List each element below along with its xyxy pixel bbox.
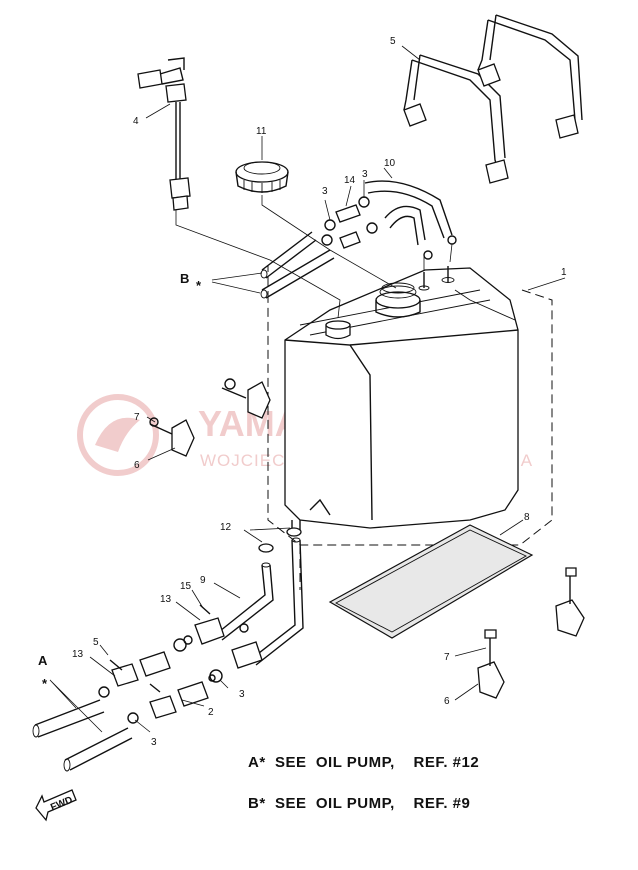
fittings-and-filters <box>98 604 263 724</box>
tank-straps <box>403 14 583 184</box>
callout-3: 3 <box>322 186 328 197</box>
callout-5: 5 <box>390 36 396 47</box>
filler-cap <box>235 161 397 289</box>
b-note: B* SEE OIL PUMP, REF. #9 <box>248 795 470 812</box>
b-marker: B <box>180 271 189 286</box>
a-note: A* SEE OIL PUMP, REF. #12 <box>248 754 479 771</box>
fwd-arrow-icon: FWD <box>35 789 77 822</box>
watermark-logo <box>77 394 159 476</box>
b-pipes <box>211 231 335 299</box>
callout-1: 1 <box>561 267 567 278</box>
b-marker-star: * <box>196 278 202 293</box>
callout-9: 9 <box>200 575 206 586</box>
callout-7: 7 <box>134 412 140 423</box>
callout-5: 5 <box>93 637 99 648</box>
callout-2: 2 <box>208 707 214 718</box>
breather-hoses <box>321 180 457 270</box>
callout-11: 11 <box>256 126 267 137</box>
callout-10: 10 <box>384 158 396 169</box>
tank-pad <box>328 524 534 639</box>
callout-14: 14 <box>344 175 356 186</box>
callout-labels: 1 2 3 3 3 3 4 5 5 6 6 7 7 8 9 10 11 12 1… <box>72 36 567 748</box>
callout-4: 4 <box>133 116 139 127</box>
leader-lines <box>89 45 566 733</box>
watermark-logo-mark <box>95 417 140 452</box>
feed-hoses <box>214 527 304 666</box>
callout-13: 13 <box>72 649 84 660</box>
callout-12: 12 <box>220 522 232 533</box>
a-marker-star: * <box>42 676 48 691</box>
callout-3: 3 <box>239 689 245 700</box>
callout-15: 15 <box>180 581 192 592</box>
callout-6: 6 <box>134 460 140 471</box>
oil-level-sensor <box>137 57 341 319</box>
callout-3: 3 <box>151 737 157 748</box>
tank-bracket-right <box>477 567 585 699</box>
a-marker: A <box>38 653 48 668</box>
reference-markers: B * A * <box>38 271 202 691</box>
callout-3: 3 <box>362 169 368 180</box>
callout-13: 13 <box>160 594 172 605</box>
callout-6: 6 <box>444 696 450 707</box>
callout-7: 7 <box>444 652 450 663</box>
a-pipes <box>32 679 133 772</box>
callout-8: 8 <box>524 512 530 523</box>
oil-tank <box>284 266 519 534</box>
reference-notes: A* SEE OIL PUMP, REF. #12 B* SEE OIL PUM… <box>248 754 479 812</box>
tank-bracket-left <box>149 378 271 457</box>
